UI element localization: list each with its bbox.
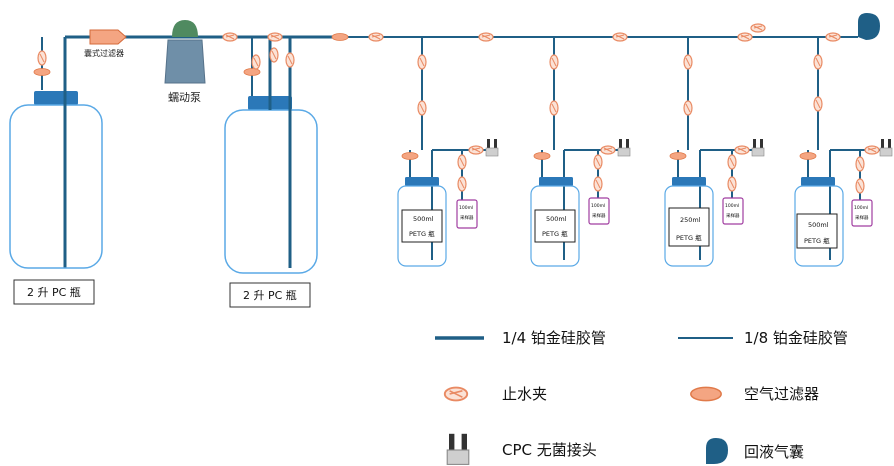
petg-bottle-4 [794, 37, 893, 267]
legend: 1/4 铂金硅胶管 1/8 铂金硅胶管 止水夹 空气过滤器 CPC 无菌接头 回… [435, 329, 848, 465]
pc-bottle-1-label-box [13, 279, 95, 305]
legend-thin-tube-label: 1/8 铂金硅胶管 [744, 329, 848, 347]
pc-bottle-2-label-box [229, 282, 311, 308]
capsule-filter [89, 29, 127, 45]
petg-3-volume: 250ml [680, 216, 701, 224]
petg-4-volume: 500ml [808, 221, 829, 229]
pc-bottle-2-filter [243, 68, 261, 76]
sampler-2-label: 采样器 [592, 212, 606, 219]
sampler-3-label: 采样器 [726, 212, 740, 219]
pc-bottle-1-filter [33, 68, 51, 76]
legend-air-filter-label: 空气过滤器 [744, 385, 819, 403]
petg-2-material: PETG 瓶 [542, 230, 568, 238]
sampler-3-volume: 100ml [725, 203, 739, 209]
header-thin-tubing [41, 36, 858, 100]
petg-2-volume: 500ml [546, 215, 567, 223]
petg-3-material: PETG 瓶 [676, 234, 702, 242]
legend-clamp-label: 止水夹 [502, 385, 547, 403]
petg-bottle-2 [530, 37, 631, 267]
petg-bottle-3 [664, 37, 765, 267]
legend-cpc-label: CPC 无菌接头 [502, 441, 597, 459]
capsule-filter-label: 囊式过滤器 [84, 48, 124, 58]
peristaltic-pump [164, 20, 206, 84]
sampler-1-volume: 100ml [459, 205, 473, 211]
pc-bottle-1-clamp [37, 50, 47, 66]
sampler-4-label: 采样器 [855, 214, 869, 221]
legend-bladder-label: 回液气囊 [744, 443, 804, 461]
pc-bottle-2 [224, 96, 318, 274]
sampler-2-volume: 100ml [591, 203, 605, 209]
pc-bottle-1-label: 2 升 PC 瓶 [27, 285, 81, 299]
sampler-4-volume: 100ml [854, 205, 868, 211]
petg-1-volume: 500ml [413, 215, 434, 223]
legend-thick-tube-label: 1/4 铂金硅胶管 [502, 329, 606, 347]
petg-4-material: PETG 瓶 [804, 237, 830, 245]
sampler-1-label: 采样器 [460, 214, 474, 221]
return-bladder [858, 13, 880, 40]
legend-cpc-icon [446, 433, 470, 465]
legend-clamp-icon [443, 386, 469, 402]
pc-bottle-1 [9, 91, 103, 269]
pc-bottle-2-label: 2 升 PC 瓶 [243, 288, 297, 302]
pump-label: 蠕动泵 [168, 91, 201, 104]
petg-bottle-1 [397, 37, 499, 267]
petg-1-material: PETG 瓶 [409, 230, 435, 238]
legend-air-filter-icon [690, 386, 722, 402]
legend-bladder-icon [706, 438, 728, 464]
